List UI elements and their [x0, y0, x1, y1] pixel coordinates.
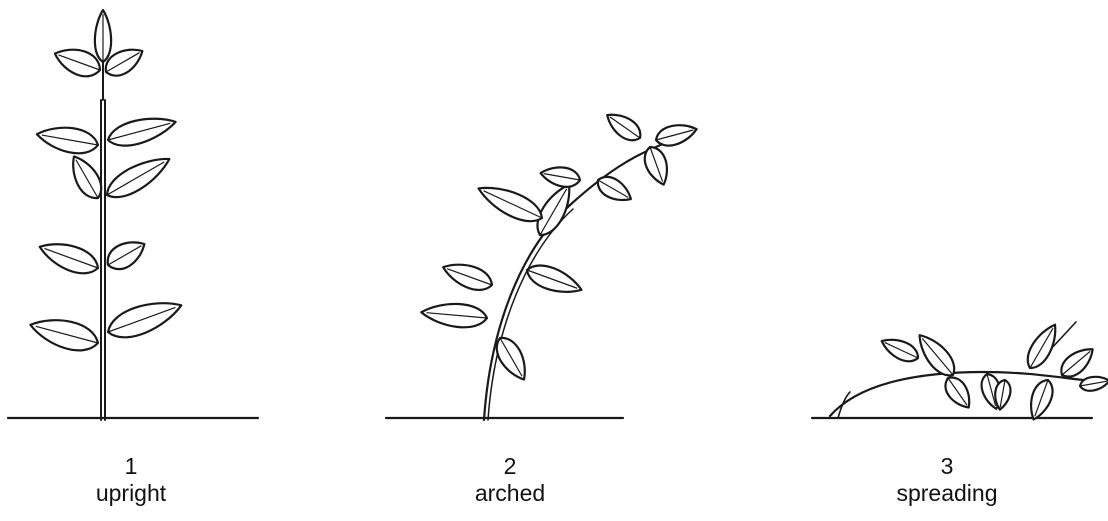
caption-arched-number: 2: [410, 453, 610, 480]
leaf-upright: [95, 10, 111, 62]
leaf-spreading: [940, 373, 976, 413]
leaf-upright: [105, 111, 179, 151]
caption-arched: 2 arched: [410, 453, 610, 507]
leaf-spreading: [1079, 374, 1108, 393]
leaf-arched: [539, 164, 582, 190]
caption-upright-label: upright: [31, 480, 231, 507]
leaf-upright: [36, 235, 103, 279]
leaf-arched: [593, 172, 635, 207]
leaf-spreading: [1025, 377, 1057, 423]
leaf-upright: [103, 293, 186, 345]
leaves-upright: [27, 10, 186, 356]
leaf-arched: [420, 301, 488, 330]
caption-spreading: 3 spreading: [847, 453, 1047, 507]
caption-upright: 1 upright: [31, 453, 231, 507]
leaf-arched: [523, 260, 585, 300]
leaf-arched: [654, 120, 699, 149]
leaf-upright: [102, 234, 150, 275]
stem-arched-inner: [488, 209, 573, 420]
leaf-arched: [640, 144, 673, 189]
stem-upright: [101, 12, 105, 420]
caption-spreading-number: 3: [847, 453, 1047, 480]
leaf-spreading: [878, 333, 922, 366]
stem-spreading-root: [838, 392, 850, 418]
caption-spreading-label: spreading: [847, 480, 1047, 507]
leaf-upright: [27, 312, 102, 356]
leaf-arched: [602, 107, 646, 145]
leaf-upright: [35, 122, 100, 157]
caption-arched-label: arched: [410, 480, 610, 507]
leaves-arched: [420, 107, 699, 385]
leaf-arched: [439, 257, 495, 295]
leaf-upright: [101, 149, 175, 205]
leaf-arched: [474, 178, 547, 228]
leaf-spreading: [1022, 320, 1063, 373]
caption-upright-number: 1: [31, 453, 231, 480]
